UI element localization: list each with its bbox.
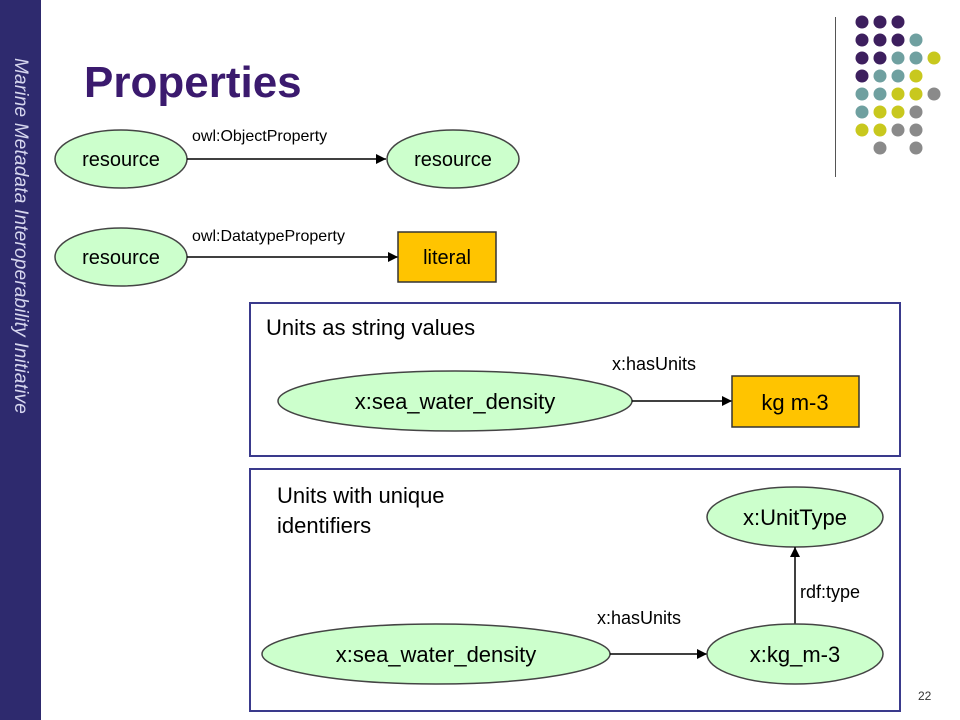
units-identifier-panel-title-line1: Units with unique — [277, 483, 445, 508]
slide-number: 22 — [918, 689, 932, 703]
decorative-dot — [873, 33, 887, 47]
datatype-property-label: owl:DatatypeProperty — [192, 228, 345, 245]
decorative-dot — [927, 51, 941, 65]
decorative-dot — [909, 105, 923, 119]
decorative-dot — [891, 69, 905, 83]
decorative-dot — [927, 87, 941, 101]
decorative-dot — [873, 69, 887, 83]
decorative-dot — [909, 141, 923, 155]
decorative-dot — [891, 105, 905, 119]
units-identifier-panel: Units with unique identifiers x:UnitType… — [249, 468, 901, 712]
resource-node-2 — [386, 129, 520, 189]
decorative-dot — [855, 33, 869, 47]
decorative-dot — [855, 105, 869, 119]
decorative-dot — [891, 123, 905, 137]
has-units-label-1: x:hasUnits — [612, 354, 696, 374]
decorative-dot — [909, 123, 923, 137]
dot-grid-decoration — [855, 15, 941, 155]
decorative-dot — [873, 87, 887, 101]
decorative-dot — [891, 87, 905, 101]
decorative-dot — [855, 15, 869, 29]
literal-node — [397, 231, 497, 283]
object-property-diagram: resource owl:ObjectProperty resource — [54, 128, 520, 189]
decorative-dot — [873, 123, 887, 137]
rdf-type-label: rdf:type — [800, 582, 860, 602]
decorative-dot — [873, 15, 887, 29]
decorative-dot — [891, 33, 905, 47]
sea-water-density-node-1-label: x:sea_water_density — [355, 389, 556, 414]
decorative-dot — [909, 87, 923, 101]
has-units-label-2: x:hasUnits — [597, 608, 681, 628]
decorative-dot — [855, 69, 869, 83]
unit-type-node-label: x:UnitType — [743, 505, 847, 530]
object-property-label: owl:ObjectProperty — [192, 128, 327, 145]
decorative-dot — [873, 141, 887, 155]
kg-m3-literal-label: kg m-3 — [761, 390, 828, 415]
decorative-dot — [891, 51, 905, 65]
units-string-panel-title: Units as string values — [266, 315, 475, 340]
resource-node-2-label: resource — [414, 149, 492, 171]
decorative-dot — [855, 87, 869, 101]
resource-node-3-label: resource — [82, 247, 160, 269]
kg-m3-resource-label: x:kg_m-3 — [750, 642, 840, 667]
decorative-dot — [909, 69, 923, 83]
header-divider — [835, 17, 836, 177]
decorative-dot — [873, 105, 887, 119]
sea-water-density-node-2-label: x:sea_water_density — [336, 642, 537, 667]
kg-m3-literal-node — [731, 375, 860, 428]
datatype-property-diagram: resource owl:DatatypeProperty literal — [54, 227, 497, 287]
page-title: Properties — [84, 58, 302, 107]
units-identifier-panel-title-line2: identifiers — [277, 513, 371, 538]
decorative-dot — [909, 33, 923, 47]
decorative-dot — [873, 51, 887, 65]
decorative-dot — [909, 51, 923, 65]
decorative-dot — [891, 15, 905, 29]
sidebar-band: Marine Metadata Interoperability Initiat… — [0, 0, 41, 720]
kg-m3-resource-node — [706, 623, 884, 685]
resource-node-1-label: resource — [82, 149, 160, 171]
decorative-dot — [855, 123, 869, 137]
decorative-dot — [855, 51, 869, 65]
units-string-panel: Units as string values x:sea_water_densi… — [249, 302, 901, 457]
literal-node-label: literal — [423, 247, 471, 269]
